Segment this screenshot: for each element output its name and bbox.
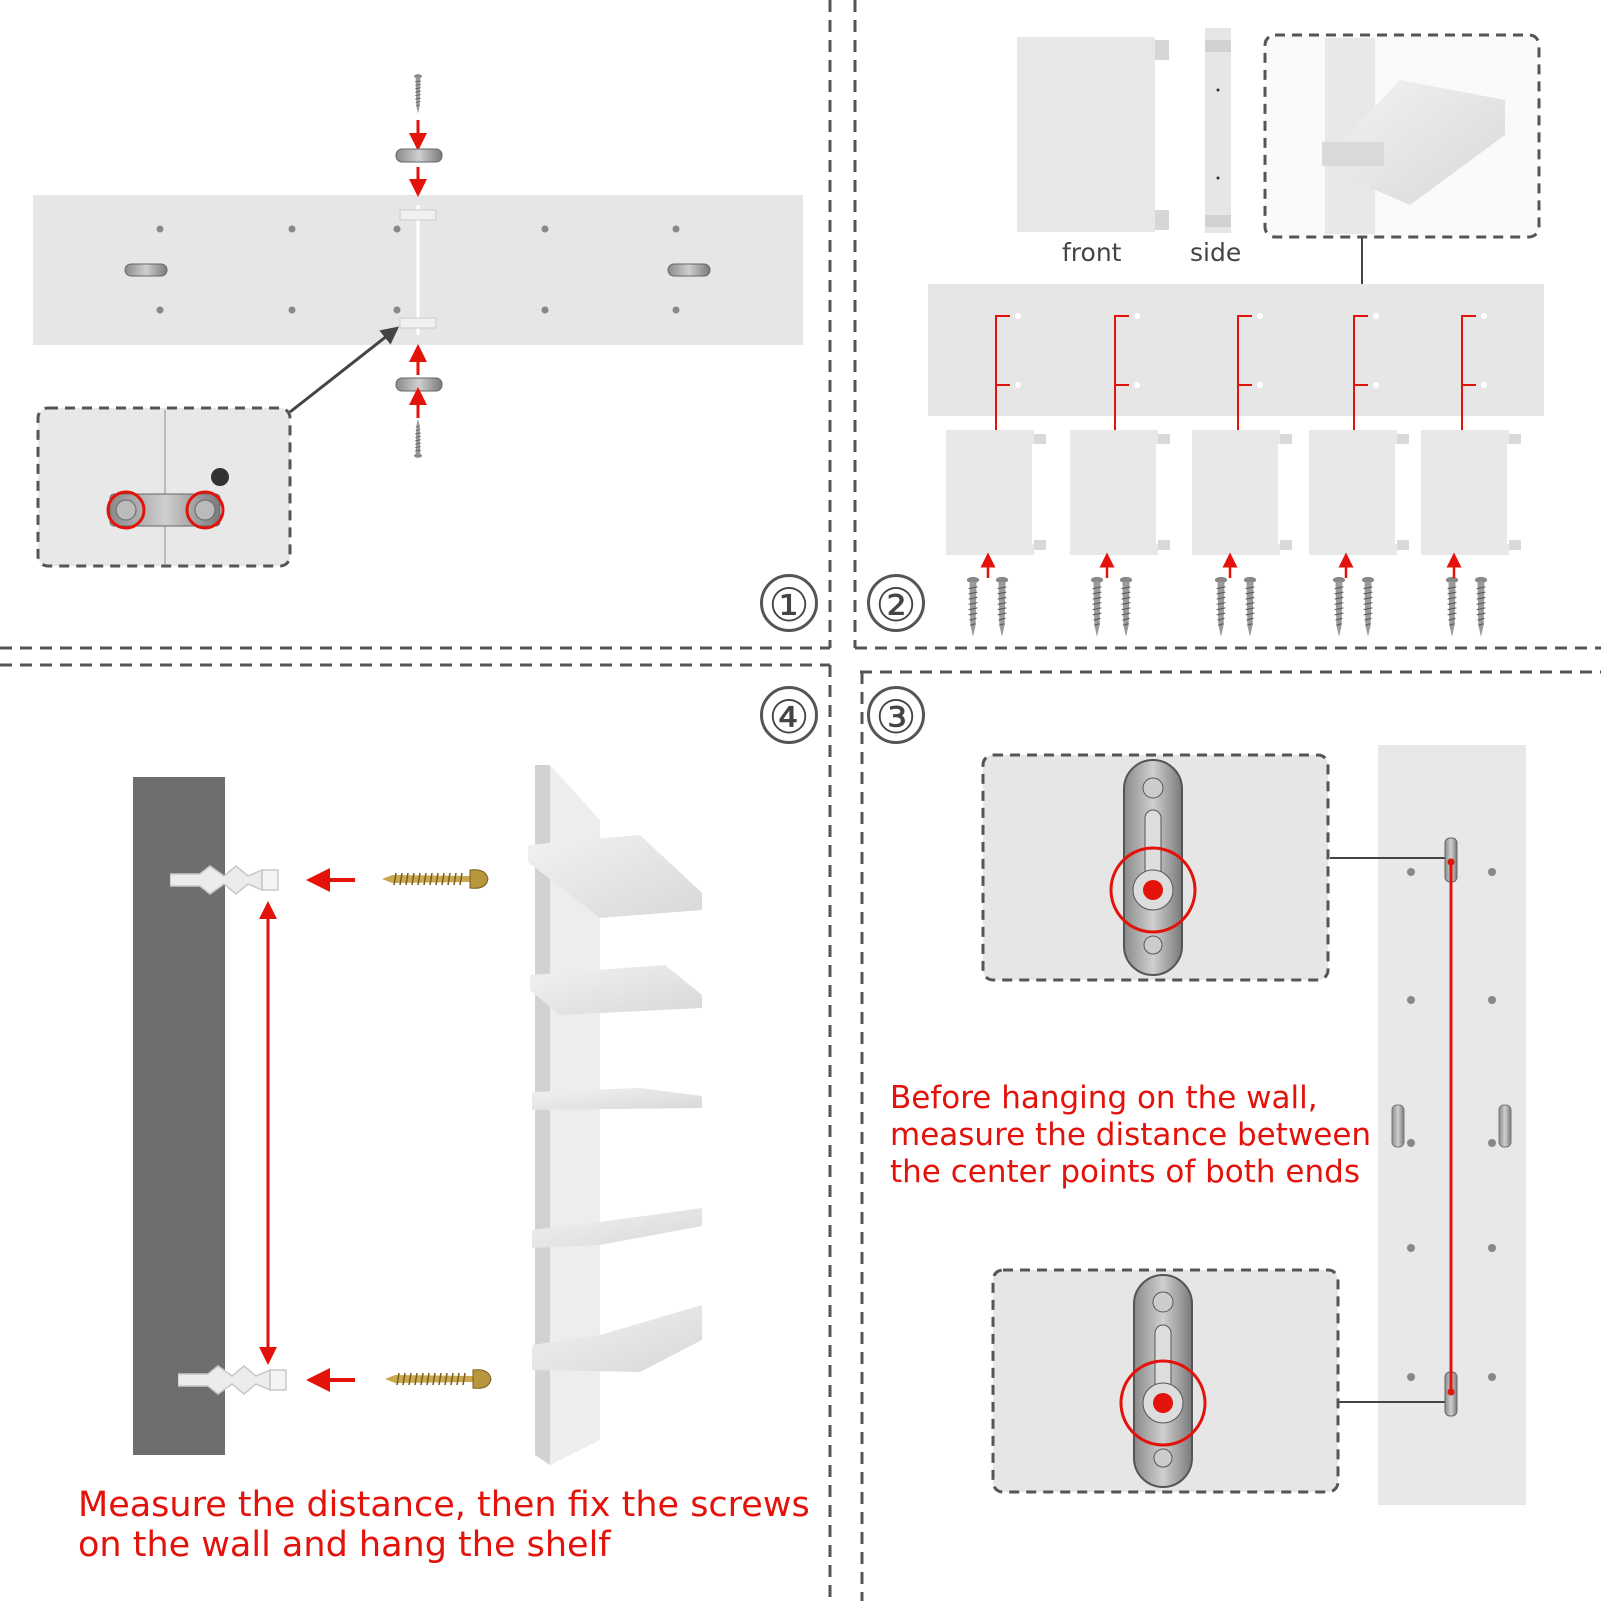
keyhole-hanger-right [667, 263, 711, 277]
step4-panel [133, 765, 702, 1465]
assembled-shelf [528, 765, 702, 1465]
board-hole [1481, 313, 1487, 319]
board-hole [1257, 313, 1263, 319]
long-board-step2 [928, 284, 1544, 416]
guide-arrow [1461, 315, 1476, 430]
front-label: front [1062, 238, 1122, 267]
screw-icon-brass-top [382, 868, 489, 890]
shelf-front-view [1017, 37, 1169, 232]
guide-arrow [1353, 315, 1368, 430]
plate-detail-inset [36, 406, 292, 568]
step3-caption: Before hanging on the wall, measure the … [890, 1080, 1371, 1191]
connecting-plate-bottom [395, 377, 443, 392]
step3-caption-line: measure the distance between [890, 1117, 1372, 1153]
step-number-2: ② [867, 574, 925, 632]
step1-panel [33, 74, 803, 568]
step-number-3: ③ [867, 686, 925, 744]
board-hole [1373, 382, 1379, 388]
keyhole-hanger-left [124, 263, 168, 277]
board-hole [1481, 382, 1487, 388]
step2-guide-arrows [980, 313, 1487, 578]
side-label: side [1190, 238, 1242, 267]
keyhole-detail-inset-bottom [991, 1268, 1340, 1494]
screw-icon-top [413, 74, 423, 114]
step4-caption: Measure the distance, then fix the screw… [78, 1485, 810, 1565]
screw-icon-bottom [413, 418, 423, 458]
board-hole [1257, 382, 1263, 388]
step2-panel [928, 28, 1544, 638]
board-hole [1134, 313, 1140, 319]
screw-icon-brass-bottom [385, 1368, 492, 1390]
step3-panel [981, 745, 1526, 1505]
guide-arrow [1237, 315, 1252, 430]
board-hole [1134, 382, 1140, 388]
shelf-side-view [1205, 28, 1231, 233]
fixing-screws-row [966, 576, 1488, 638]
guide-arrow [995, 315, 1010, 430]
step3-caption-line: the center points of both ends [890, 1154, 1360, 1190]
step3-caption-line: Before hanging on the wall, [890, 1080, 1318, 1116]
guide-arrow [1114, 315, 1129, 430]
step4-caption-line: Measure the distance, then fix the screw… [78, 1485, 810, 1525]
shelf-boards [528, 835, 702, 1372]
shelf-perspective-inset [1263, 33, 1541, 239]
step-number-4: ④ [760, 686, 818, 744]
board-hole [1015, 382, 1021, 388]
board-hole [1373, 313, 1379, 319]
small-shelves-row [946, 430, 1521, 555]
step-number-1: ① [760, 574, 818, 632]
step4-caption-line: on the wall and hang the shelf [78, 1525, 611, 1565]
vertical-board-holes [1407, 868, 1496, 1381]
board-hole [1015, 313, 1021, 319]
keyhole-detail-inset-top [981, 753, 1330, 982]
connecting-plate-top [395, 148, 443, 163]
board-holes [156, 225, 680, 314]
